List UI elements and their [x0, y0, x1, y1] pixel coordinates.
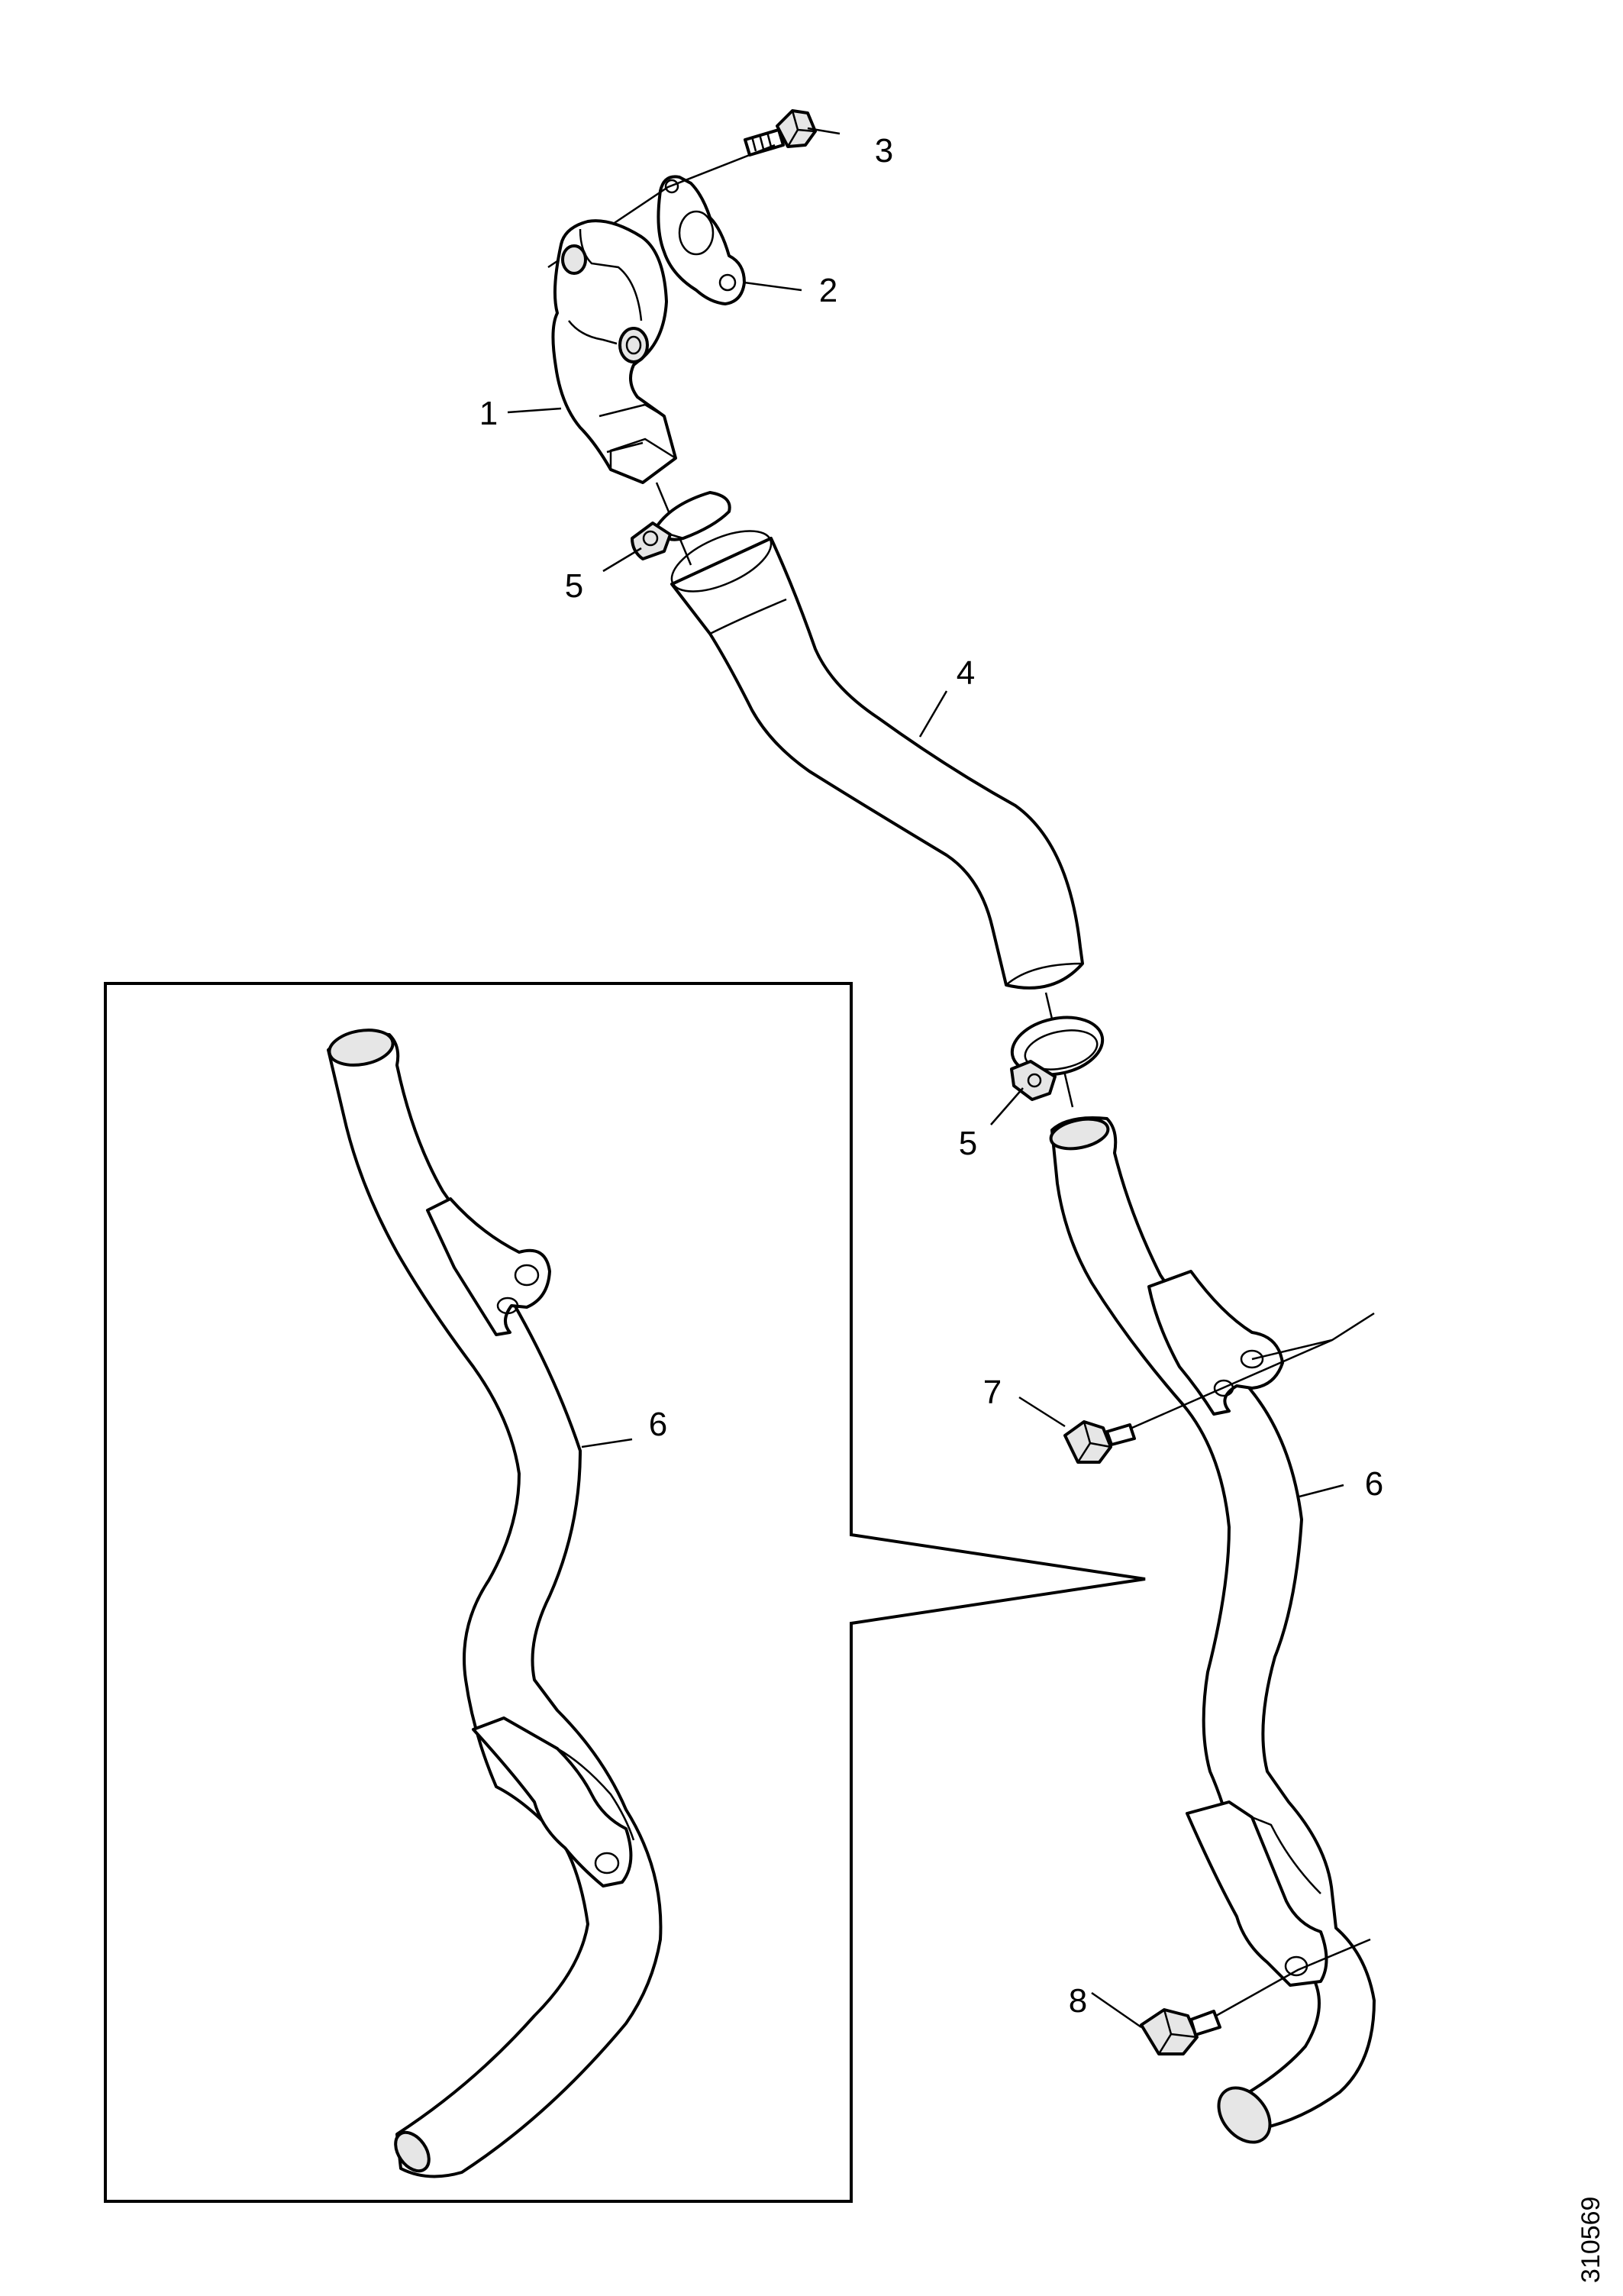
- callout-8: 8: [1069, 1982, 1087, 2020]
- callout-6-detail: 6: [649, 1406, 667, 1443]
- leader-1: [507, 407, 562, 414]
- bolt-bracket-upper: [1063, 1420, 1136, 1464]
- detail-inset: [104, 982, 1146, 2203]
- callout-3: 3: [875, 132, 893, 170]
- detail-inset-frame: [104, 982, 1146, 2203]
- pipe-detail: [327, 1029, 663, 2178]
- leader-6-detail: [581, 1438, 633, 1448]
- callout-6-main: 6: [1365, 1465, 1383, 1503]
- leader-5-upper: [602, 547, 642, 573]
- leader-5-lower: [990, 1087, 1024, 1125]
- bolt-bracket-lower: [1140, 2008, 1221, 2055]
- leader-8: [1091, 1991, 1142, 2029]
- leader-3: [807, 127, 841, 135]
- callout-5-upper: 5: [565, 567, 583, 605]
- callout-4: 4: [957, 654, 975, 692]
- callout-1: 1: [479, 395, 498, 432]
- hose: [670, 530, 1084, 990]
- leader-2: [744, 281, 802, 292]
- leader-7: [1018, 1396, 1066, 1428]
- alignment-line-bolt8: [1202, 1938, 1371, 2025]
- clamp-upper: [631, 491, 731, 560]
- leader-6-main: [1299, 1484, 1344, 1498]
- callout-2: 2: [819, 272, 837, 309]
- reference-number: 310569: [1576, 2197, 1605, 2283]
- elbow-housing: [551, 219, 677, 484]
- gasket: [657, 175, 746, 305]
- alignment-line-bolt7: [1114, 1312, 1375, 1437]
- callout-7: 7: [983, 1374, 1002, 1411]
- callout-leaders: [507, 127, 1344, 2029]
- bolt-top: [744, 109, 817, 157]
- clamp-lower: [1010, 1016, 1105, 1101]
- leader-4: [918, 690, 948, 738]
- callout-5-lower: 5: [959, 1125, 977, 1162]
- pipe-main: [1049, 1116, 1376, 2144]
